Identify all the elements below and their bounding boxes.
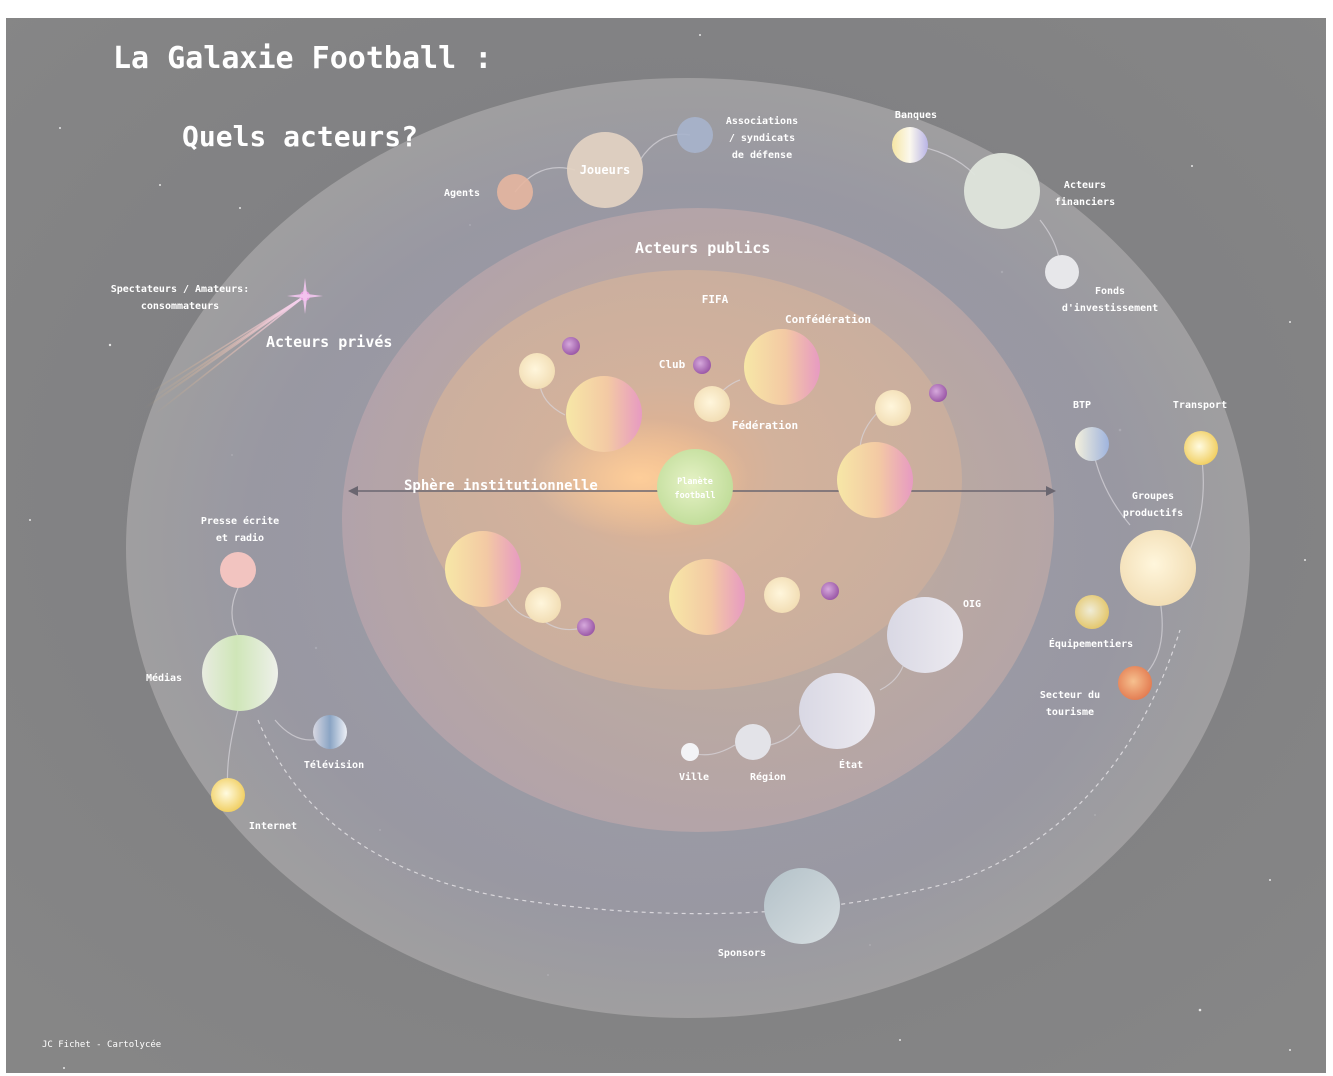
label-fonds-2: d'investissement [1062, 302, 1158, 314]
club-planet-5 [764, 577, 800, 613]
label-oig: OIG [963, 599, 981, 610]
transport-planet [1184, 431, 1218, 465]
label-agents: Agents [444, 188, 480, 199]
planete-football [657, 449, 733, 525]
label-spectateurs-1: Spectateurs / Amateurs: [111, 284, 249, 295]
medias-planet [202, 635, 278, 711]
club-planet-1 [519, 353, 555, 389]
region-planet [735, 724, 771, 760]
credit: JC Fichet - Cartolycée [42, 1039, 161, 1050]
moon-3 [929, 384, 947, 402]
banques-planet [892, 127, 928, 163]
federation-planet-3 [445, 531, 521, 607]
label-sponsors: Sponsors [718, 948, 766, 959]
fonds-planet [1045, 255, 1079, 289]
moon-2 [693, 356, 711, 374]
spectators-comet [144, 278, 323, 415]
tourisme-planet [1118, 666, 1152, 700]
label-spectateurs-2: consommateurs [141, 301, 219, 312]
zone-label-private: Acteurs privés [266, 333, 392, 351]
acteurs-financiers-planet [964, 153, 1040, 229]
label-confederation: Confédération [785, 313, 871, 326]
label-fonds-1: Fonds [1095, 286, 1125, 297]
federation-planet-4 [669, 559, 745, 635]
moon-5 [821, 582, 839, 600]
label-presse-1: Presse écrite [201, 515, 279, 527]
label-internet: Internet [249, 821, 297, 832]
label-ville: Ville [679, 771, 709, 783]
moon-4 [577, 618, 595, 636]
center-label-line1: Planète [677, 476, 713, 487]
label-associations-3: de défense [732, 149, 792, 161]
television-planet [313, 715, 347, 749]
label-transport: Transport [1173, 400, 1227, 411]
btp-planet [1075, 427, 1109, 461]
label-presse-2: et radio [216, 532, 264, 544]
label-tourisme-1: Secteur du [1040, 690, 1100, 701]
axis-arrow-left [348, 486, 358, 496]
label-fifa: FIFA [702, 293, 729, 306]
label-acteurs-financiers-2: financiers [1055, 196, 1115, 208]
label-region: Région [750, 771, 786, 783]
presse-planet [220, 552, 256, 588]
label-acteurs-financiers-1: Acteurs [1064, 180, 1106, 191]
label-groupes-1: Groupes [1132, 491, 1174, 502]
label-banques: Banques [895, 110, 937, 121]
page-title: La Galaxie Football : [113, 41, 492, 76]
label-equipementiers: Équipementiers [1049, 637, 1133, 650]
joueurs-planet [567, 132, 643, 208]
sponsors-planet [764, 868, 840, 944]
center-label-line2: football [675, 491, 716, 501]
label-associations-2: / syndicats [729, 132, 795, 144]
oig-planet [887, 597, 963, 673]
axis-arrow-right [1046, 486, 1056, 496]
label-groupes-2: productifs [1123, 507, 1183, 519]
zone-label-public: Acteurs publics [635, 239, 770, 257]
internet-planet [211, 778, 245, 812]
federation-planet-2 [837, 442, 913, 518]
page-subtitle: Quels acteurs? [182, 120, 418, 153]
confederation-planet [744, 329, 820, 405]
agents-planet [497, 174, 533, 210]
label-joueurs: Joueurs [580, 163, 631, 177]
moon-1 [562, 337, 580, 355]
ville-planet [681, 743, 699, 761]
zone-label-institutional: Sphère institutionnelle [404, 478, 598, 494]
label-etat: État [839, 758, 863, 771]
club-planet-2 [694, 386, 730, 422]
club-planet-3 [875, 390, 911, 426]
label-federation: Fédération [732, 419, 798, 432]
associations-planet [677, 117, 713, 153]
label-btp: BTP [1073, 400, 1091, 411]
club-planet-4 [525, 587, 561, 623]
label-tourisme-2: tourisme [1046, 706, 1094, 718]
equipementiers-planet [1075, 595, 1109, 629]
etat-planet [799, 673, 875, 749]
groupes-productifs-planet [1120, 530, 1196, 606]
label-club: Club [659, 358, 686, 371]
label-medias: Médias [146, 672, 182, 684]
label-associations-1: Associations [726, 115, 798, 127]
federation-planet-1 [566, 376, 642, 452]
label-television: Télévision [304, 759, 364, 771]
